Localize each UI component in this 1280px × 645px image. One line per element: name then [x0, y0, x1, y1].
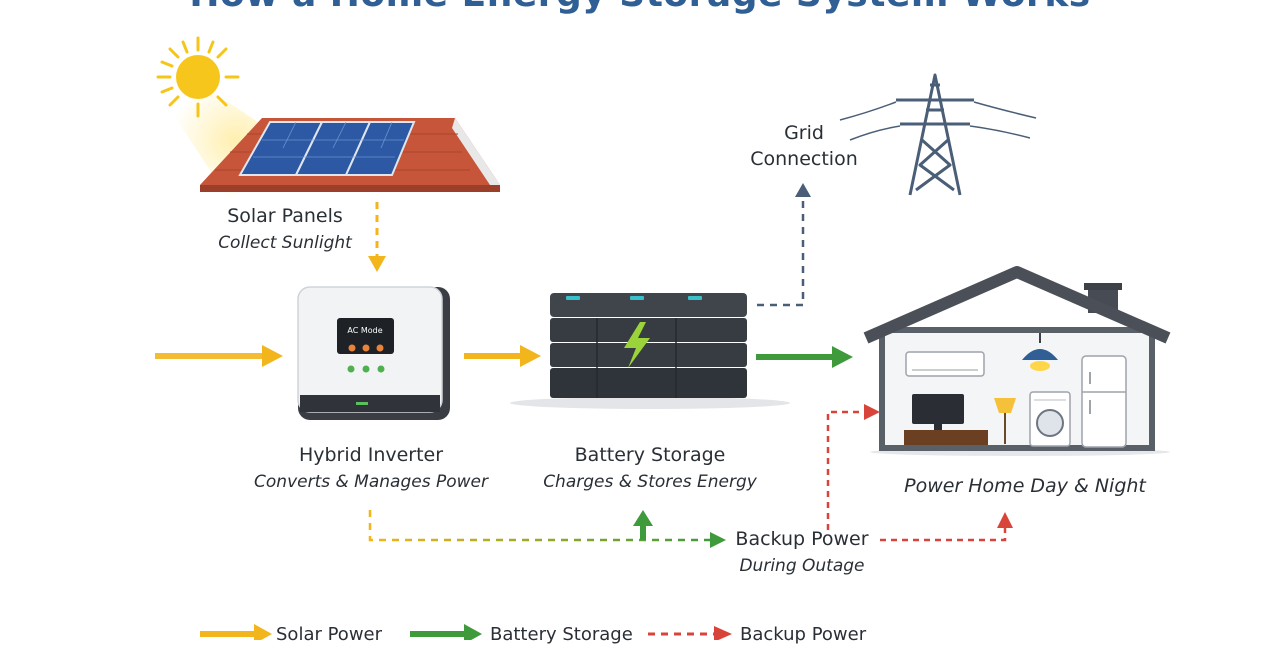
backup-desc: During Outage — [739, 556, 865, 576]
diagram-title: How a Home Energy Storage System Works — [0, 0, 1280, 15]
house-icon — [863, 266, 1171, 456]
inverter-to-backup-line — [368, 510, 712, 542]
inverter-label: Hybrid Inverter Converts & Manages Power — [250, 444, 492, 492]
backup-name: Backup Power — [735, 528, 869, 550]
home-label: Power Home Day & Night — [890, 475, 1160, 497]
solar-desc: Collect Sunlight — [218, 233, 352, 253]
grid-label: Grid Connection — [748, 120, 860, 172]
inverter-icon — [297, 286, 450, 420]
legend — [200, 624, 732, 640]
lightning-icon — [624, 322, 650, 368]
transmission-tower-icon — [839, 73, 1037, 196]
battery-desc: Charges & Stores Energy — [543, 472, 757, 492]
legend-label-solar: Solar Power — [276, 624, 383, 645]
inverter-screen-text: AC Mode — [347, 326, 382, 335]
battery-to-grid-line — [757, 195, 805, 307]
battery-label: Battery Storage Charges & Stores Energy — [530, 444, 770, 492]
inverter-name: Hybrid Inverter — [298, 444, 444, 466]
battery-name: Battery Storage — [574, 444, 726, 466]
backup-label: Backup Power During Outage — [728, 528, 876, 576]
backup-to-home-label-line — [880, 526, 1007, 542]
legend-label-battery: Battery Storage — [490, 624, 633, 645]
solar-panels-label: Solar Panels Collect Sunlight — [200, 205, 370, 253]
inverter-desc: Converts & Manages Power — [254, 472, 488, 492]
battery-icon — [510, 293, 790, 409]
legend-label-backup: Backup Power — [740, 624, 867, 645]
grid-name-line1: Grid — [784, 122, 824, 144]
home-name: Power Home Day & Night — [904, 475, 1146, 497]
solar-name: Solar Panels — [227, 205, 343, 227]
grid-name-line2: Connection — [750, 148, 858, 170]
solar-roof-icon — [200, 118, 500, 192]
backup-to-home-line — [826, 410, 865, 530]
